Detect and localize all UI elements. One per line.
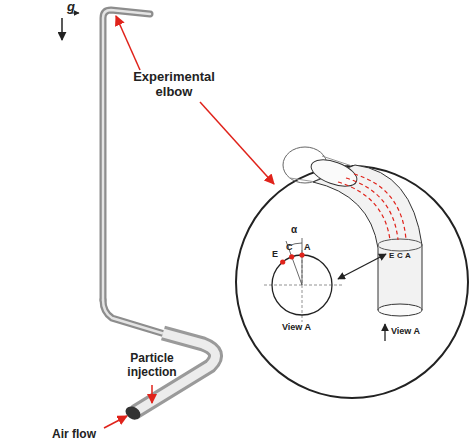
view-label: View A xyxy=(282,322,311,332)
point-label: C xyxy=(397,251,403,260)
point-label: A xyxy=(304,242,311,252)
view-link-arrow xyxy=(338,254,386,279)
view-arrow xyxy=(384,324,385,341)
point-label: E xyxy=(272,249,278,259)
view-label: View A xyxy=(391,326,420,336)
part-label: Air flow xyxy=(52,428,96,442)
part-label: Particle injection xyxy=(108,352,196,380)
view-a-section xyxy=(264,238,342,322)
leader-arrow xyxy=(104,416,127,428)
leader-arrow xyxy=(116,16,140,70)
point-label: E xyxy=(389,251,394,260)
gravity-symbol: g xyxy=(67,0,75,15)
point-label: C xyxy=(286,242,293,252)
part-label: Experimental elbow xyxy=(128,70,220,100)
zoom-circle xyxy=(236,166,468,398)
elbow-zoom xyxy=(283,147,422,316)
point-label: A xyxy=(405,251,411,260)
gravity-arrow xyxy=(61,18,63,40)
leader-arrow xyxy=(200,102,274,184)
leader-arrow xyxy=(151,385,153,403)
angle-label: α xyxy=(291,224,297,236)
